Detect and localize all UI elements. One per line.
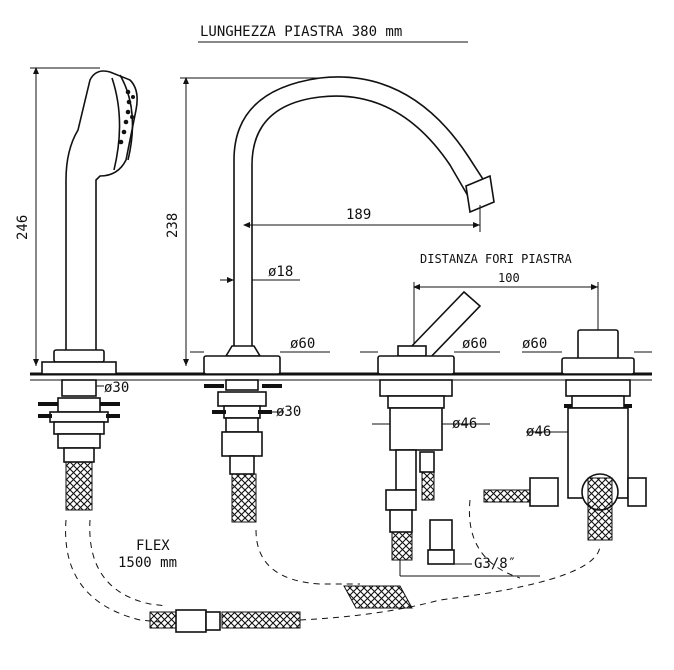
flex-label: FLEX [136, 538, 170, 554]
diverter: ø60 ø46 [483, 329, 652, 541]
hole-spacing-value: 100 [498, 271, 520, 285]
flex-hose: FLEX 1500 mm [65, 499, 601, 633]
dimension-spout-tube-18: ø18 [268, 264, 293, 280]
dimension-246: 246 [15, 215, 31, 240]
dimension-lever-base-60: ø60 [462, 336, 487, 352]
hole-spacing-label: DISTANZA FORI PIASTRA [420, 252, 572, 266]
hand-shower: 246 [15, 67, 138, 511]
dimension-189: 189 [346, 207, 371, 223]
spout: 238 189 ø18 ø60 ø30 [165, 76, 495, 523]
dimension-238: 238 [165, 213, 181, 238]
flex-length: 1500 mm [118, 555, 177, 571]
dimension-spout-base-60: ø60 [290, 336, 315, 352]
dimension-diverter-base-60: ø60 [522, 336, 547, 352]
dimension-spout-shank-30: ø30 [276, 404, 301, 420]
dimension-shower-base-30: ø30 [104, 380, 129, 396]
lever-mixer: DISTANZA FORI PIASTRA 100 ø60 ø46 G3/8″ [360, 252, 599, 577]
dimension-lever-body-46: ø46 [452, 416, 477, 432]
dimension-diverter-body-46: ø46 [526, 424, 551, 440]
drawing-title: LUNGHEZZA PIASTRA 380 mm [200, 24, 402, 40]
dimension-thread: G3/8″ [474, 556, 516, 572]
